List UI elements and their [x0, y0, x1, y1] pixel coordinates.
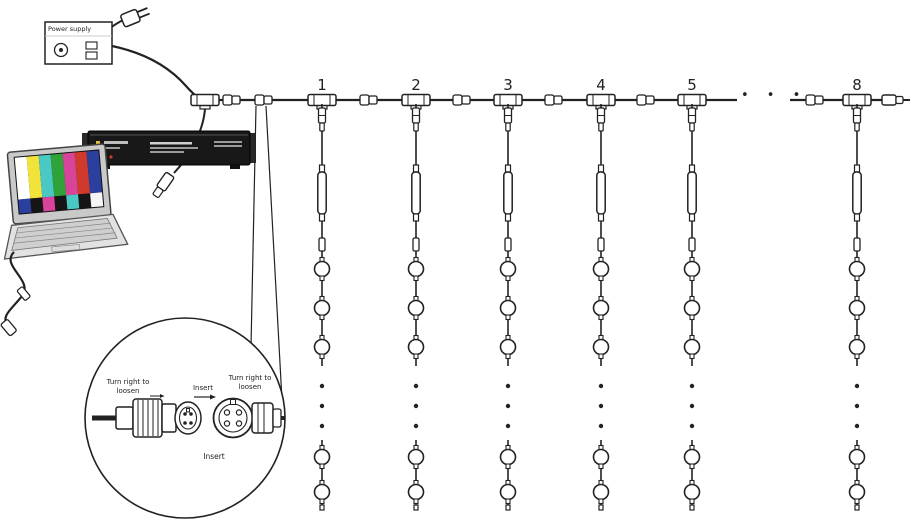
insert-arrow-icon [194, 394, 216, 400]
pixel-string-1 [315, 104, 330, 510]
laptop-base [3, 213, 129, 260]
loosen-arrow-icon [150, 394, 165, 398]
column-number-2: 2 [411, 76, 421, 94]
detail-left-instruction: Turn right to loosen [106, 378, 150, 395]
pixel-string-4 [594, 104, 609, 510]
pixel-string-5 [685, 104, 700, 510]
bus-start-junction [190, 93, 220, 110]
laptop-cable [0, 251, 31, 337]
bus-connector [544, 94, 563, 106]
power-supply-unit [44, 21, 113, 65]
column-number-1: 1 [317, 76, 327, 94]
magnifier-callout-lines [250, 105, 283, 401]
bus-connector [254, 94, 273, 106]
column-number-5: 5 [687, 76, 697, 94]
pixel-string-2 [409, 104, 424, 510]
pixel-string-8 [850, 104, 865, 510]
dmx-controller [82, 130, 256, 169]
column-number-8: 8 [852, 76, 862, 94]
bus-connector [359, 94, 378, 106]
connector-detail-magnifier [84, 317, 286, 519]
male-connector-icon [115, 398, 202, 438]
detail-insert-top-label: Insert [192, 384, 214, 392]
detail-right-instruction: Turn right to loosen [228, 374, 272, 391]
pixel-string-3 [501, 104, 516, 510]
bus-connector [805, 94, 824, 106]
power-cables [105, 19, 204, 102]
female-connector-icon [212, 397, 285, 439]
laptop [3, 143, 129, 260]
power-plug-icon [120, 7, 150, 28]
detail-insert-bottom-label: Insert [203, 452, 225, 461]
bus-end-connector [881, 94, 910, 106]
power-supply-label: Power supply [48, 25, 92, 33]
column-number-3: 3 [503, 76, 513, 94]
laptop-screen [6, 143, 112, 225]
bus-connector [636, 94, 655, 106]
column-number-4: 4 [596, 76, 606, 94]
bus-connector [452, 94, 471, 106]
bus-connector [222, 94, 241, 106]
bus-ellipsis: • • • [741, 88, 808, 103]
